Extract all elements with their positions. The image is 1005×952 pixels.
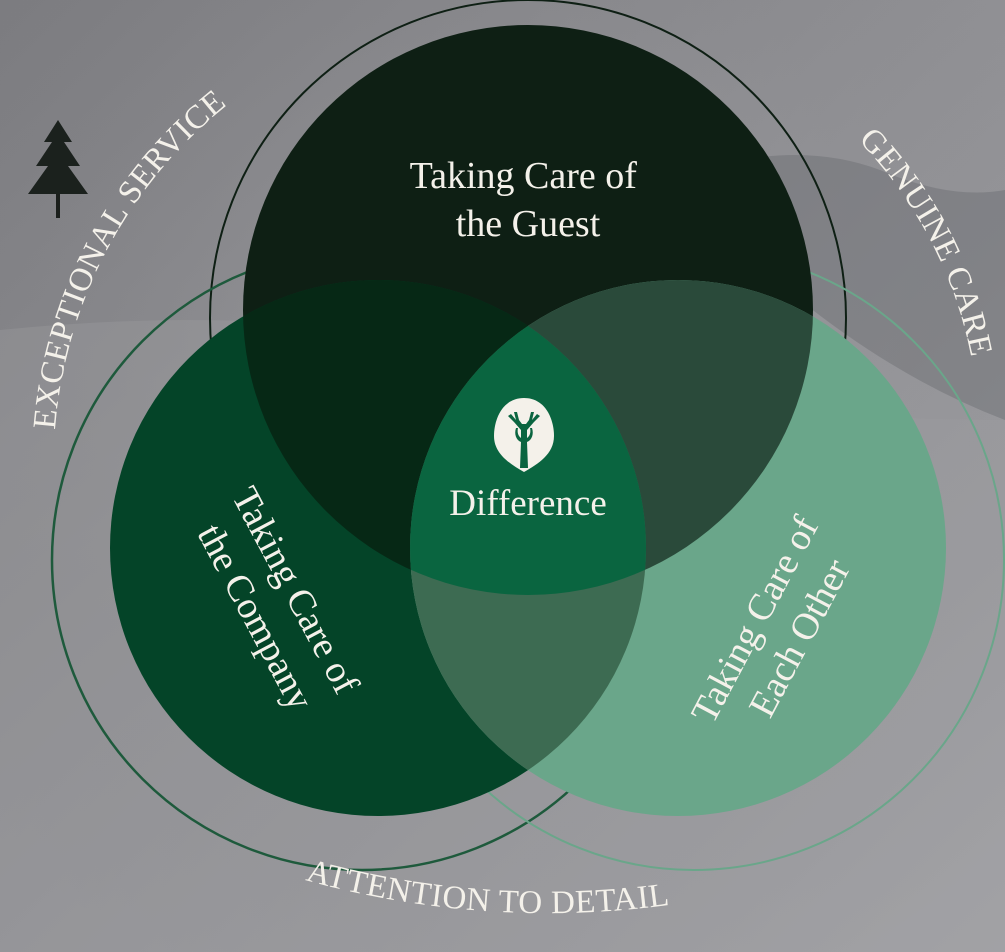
stag-leaf-icon: [494, 398, 554, 472]
guest-label: Taking Care of the Guest: [410, 155, 647, 245]
center-label: Difference: [449, 483, 607, 524]
pine-tree-icon: [28, 120, 88, 218]
